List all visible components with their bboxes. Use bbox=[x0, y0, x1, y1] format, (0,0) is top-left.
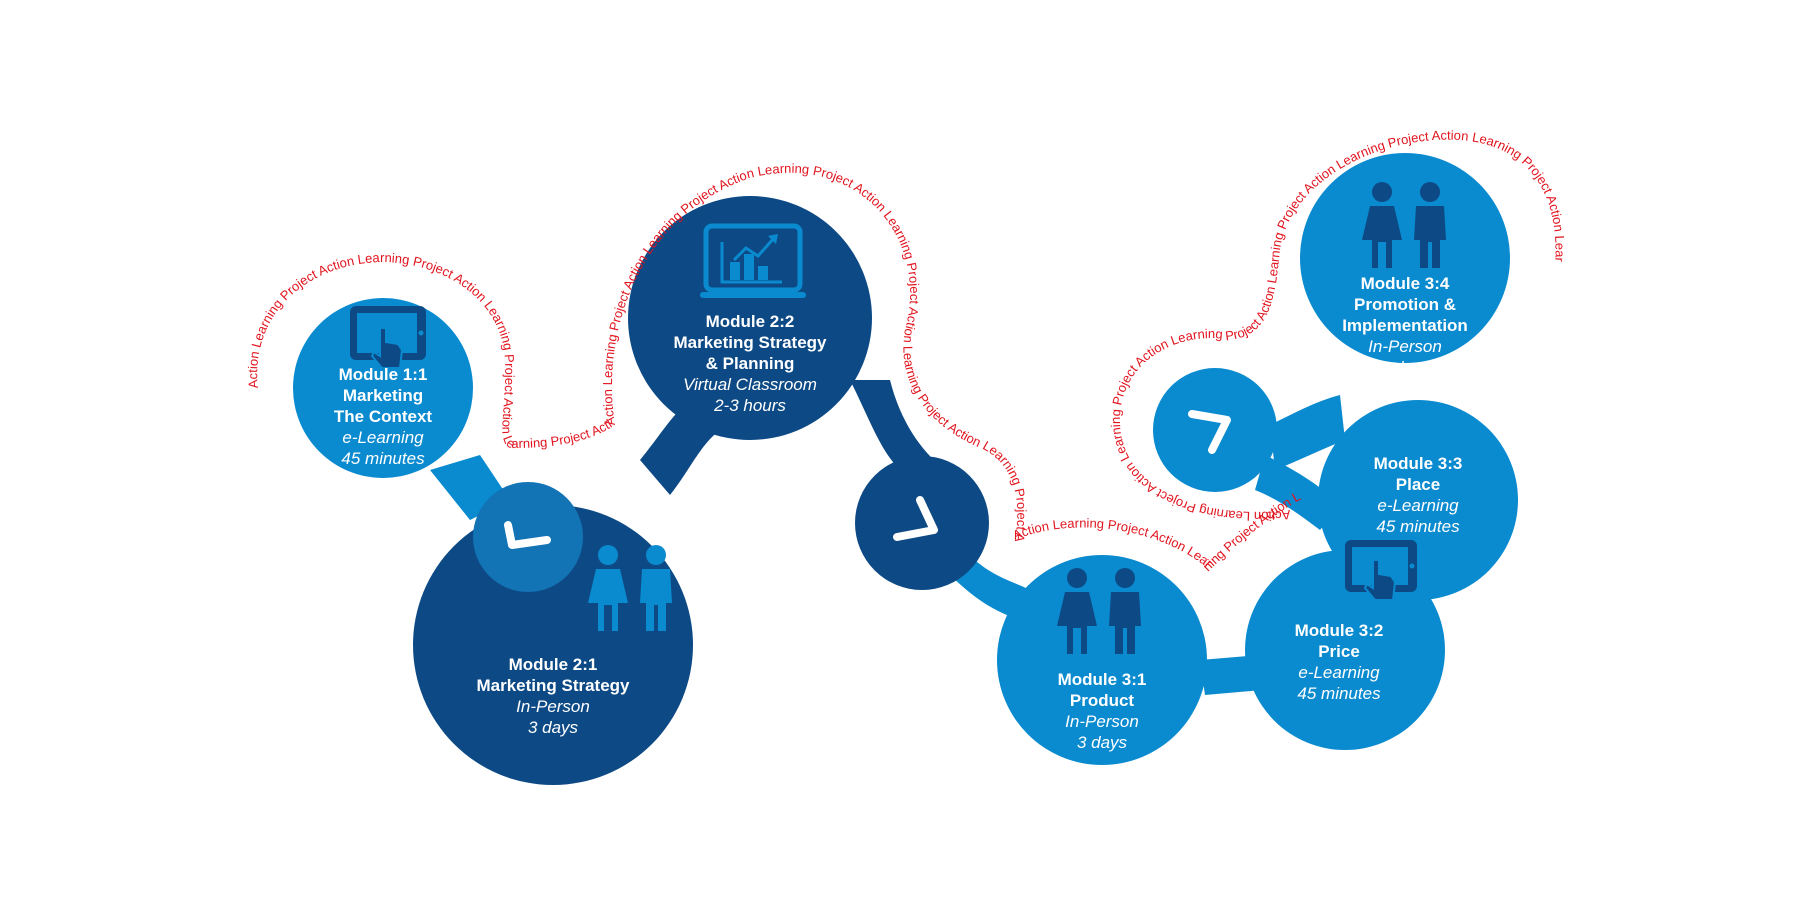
module-mode: In-Person bbox=[516, 697, 590, 716]
module-mode: In-Person bbox=[1065, 712, 1139, 731]
module-title: Module 3:4 bbox=[1361, 274, 1450, 293]
checkmark-icon bbox=[504, 521, 551, 549]
module-title: Module 3:2 bbox=[1295, 621, 1384, 640]
people-icon bbox=[588, 545, 672, 631]
module-3-4-circle[interactable] bbox=[1300, 153, 1510, 363]
checkmark-icon bbox=[893, 496, 938, 541]
module-2-1-label: Module 2:1 Marketing Strategy In-Person … bbox=[476, 655, 630, 737]
module-3-1-label: Module 3:1 Product In-Person 3 days bbox=[1058, 670, 1147, 752]
tablet-touch-icon bbox=[350, 306, 426, 369]
people-icon bbox=[1362, 182, 1446, 268]
module-duration: 2-3 hours bbox=[713, 396, 786, 415]
connector-circles bbox=[473, 368, 1277, 592]
module-1-1-circle[interactable] bbox=[293, 298, 473, 478]
module-mode: e-Learning bbox=[342, 428, 424, 447]
connector-2-circle bbox=[855, 456, 989, 590]
module-subtitle: Promotion & bbox=[1354, 295, 1456, 314]
laptop-chart-icon bbox=[700, 223, 806, 298]
bridge-c3-34 bbox=[1270, 395, 1345, 470]
module-subtitle: The Context bbox=[334, 407, 433, 426]
module-2-1-circle[interactable] bbox=[413, 505, 693, 785]
people-icon bbox=[1057, 568, 1141, 654]
module-duration: 3 days bbox=[1077, 733, 1128, 752]
module-1-1-label: Module 1:1 Marketing The Context e-Learn… bbox=[334, 365, 433, 468]
module-mode: e-Learning bbox=[1298, 663, 1380, 682]
module-mode: e-Learning bbox=[1377, 496, 1459, 515]
module-3-1-circle[interactable] bbox=[997, 555, 1207, 765]
module-duration: 45 minutes bbox=[341, 449, 425, 468]
module-mode: In-Person bbox=[1368, 337, 1442, 356]
module-subtitle: Product bbox=[1070, 691, 1135, 710]
module-subtitle: Price bbox=[1318, 642, 1360, 661]
module-subtitle: Marketing Strategy bbox=[476, 676, 630, 695]
module-subtitle: Place bbox=[1396, 475, 1440, 494]
tablet-touch-icon bbox=[1345, 540, 1417, 601]
module-2-2-label: Module 2:2 Marketing Strategy & Planning… bbox=[673, 312, 827, 415]
module-duration: 3 days bbox=[1380, 358, 1431, 377]
bridge-22-c2 bbox=[850, 380, 945, 470]
module-3-2-label: Module 3:2 Price e-Learning 45 minutes bbox=[1295, 621, 1384, 703]
module-3-3-label: Module 3:3 Place e-Learning 45 minutes bbox=[1374, 454, 1463, 536]
module-title: Module 2:1 bbox=[509, 655, 598, 674]
checkmark-icon bbox=[1188, 410, 1231, 454]
module-2-2-circle[interactable] bbox=[628, 196, 872, 440]
module-duration: 45 minutes bbox=[1376, 517, 1460, 536]
module-title: Module 3:3 bbox=[1374, 454, 1463, 473]
module-duration: 3 days bbox=[528, 718, 579, 737]
module-subtitle: Marketing bbox=[343, 386, 423, 405]
module-mode: Virtual Classroom bbox=[683, 375, 817, 394]
module-subtitle: Marketing Strategy bbox=[673, 333, 827, 352]
connector-1-circle bbox=[473, 482, 583, 592]
module-subtitle: & Planning bbox=[706, 354, 795, 373]
ribbon-segment-2: Action Learning Project Action Learning … bbox=[0, 0, 1029, 543]
module-subtitle: Implementation bbox=[1342, 316, 1468, 335]
connector-3-circle bbox=[1153, 368, 1277, 492]
module-title: Module 2:2 bbox=[706, 312, 795, 331]
module-duration: 45 minutes bbox=[1297, 684, 1381, 703]
module-3-2-circle[interactable] bbox=[1245, 550, 1445, 750]
module-title: Module 1:1 bbox=[339, 365, 428, 384]
module-title: Module 3:1 bbox=[1058, 670, 1147, 689]
module-3-4-label: Module 3:4 Promotion & Implementation In… bbox=[1342, 274, 1468, 377]
